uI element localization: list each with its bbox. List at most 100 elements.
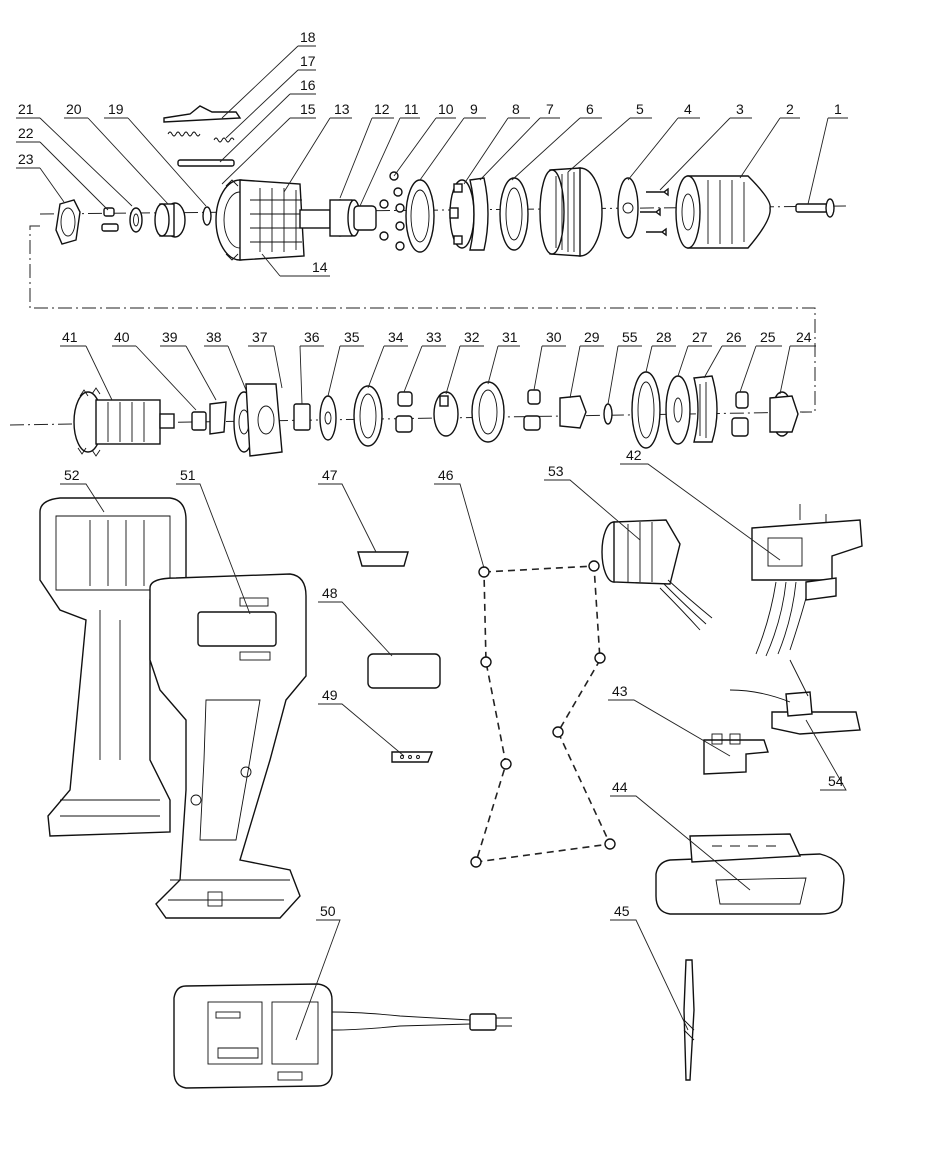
part-53-drawing — [601, 519, 713, 631]
part-label-36: 36 — [304, 329, 320, 345]
part-label-40: 40 — [114, 329, 130, 345]
part-34-drawing — [353, 385, 383, 447]
part-label-33: 33 — [426, 329, 442, 345]
part-label-27: 27 — [692, 329, 708, 345]
part-24-drawing — [769, 391, 799, 437]
part-label-18: 18 — [300, 29, 316, 45]
part-41-drawing — [73, 387, 175, 457]
part-label-52: 52 — [64, 467, 80, 483]
part-label-54: 54 — [828, 773, 844, 789]
part-16-drawing — [177, 159, 235, 167]
part-4-drawing — [617, 177, 639, 239]
part-label-30: 30 — [546, 329, 562, 345]
part-26-drawing — [693, 375, 718, 443]
part-label-4: 4 — [684, 101, 692, 117]
part-label-2: 2 — [786, 101, 794, 117]
part-31-drawing — [471, 381, 505, 443]
part-49-drawing — [391, 751, 434, 763]
part-32-drawing — [433, 391, 459, 437]
part-40-drawing — [191, 411, 207, 431]
part-label-8: 8 — [512, 101, 520, 117]
part-label-15: 15 — [300, 101, 316, 117]
part-label-26: 26 — [726, 329, 742, 345]
part-label-1: 1 — [834, 101, 842, 117]
part-label-45: 45 — [614, 903, 630, 919]
part-36-drawing — [293, 403, 311, 431]
part-label-11: 11 — [404, 101, 419, 117]
part-label-19: 19 — [108, 101, 124, 117]
part-label-47: 47 — [322, 467, 338, 483]
part-8-drawing — [449, 179, 475, 249]
part-label-38: 38 — [206, 329, 222, 345]
housing-drawing — [39, 497, 187, 837]
part-46-drawing — [470, 560, 616, 868]
part-label-21: 21 — [18, 101, 34, 117]
part-18-drawing — [163, 105, 242, 123]
part-label-20: 20 — [66, 101, 82, 117]
part-label-9: 9 — [470, 101, 478, 117]
leader-lines — [16, 45, 848, 1041]
part-label-10: 10 — [438, 101, 454, 117]
part-label-5: 5 — [636, 101, 644, 117]
part-21-drawing — [129, 207, 143, 233]
part-9-drawing — [405, 179, 435, 253]
part-label-34: 34 — [388, 329, 404, 345]
part-label-13: 13 — [334, 101, 350, 117]
part-22-drawing — [101, 207, 119, 232]
part-55-drawing — [603, 403, 613, 425]
part-label-16: 16 — [300, 77, 316, 93]
part-35-drawing — [319, 395, 337, 441]
part-43-drawing — [703, 733, 769, 775]
part-11-drawing — [353, 205, 377, 231]
part-42-drawing — [751, 504, 863, 657]
part-label-24: 24 — [796, 329, 812, 345]
part-12-drawing — [299, 199, 361, 237]
handle-half-drawing — [149, 573, 307, 919]
part-label-22: 22 — [18, 125, 34, 141]
part-45-drawing — [683, 959, 695, 1081]
part-label-55: 55 — [622, 329, 638, 345]
part-29-drawing — [559, 395, 587, 429]
part-label-31: 31 — [502, 329, 518, 345]
part-label-23: 23 — [18, 151, 34, 167]
part-label-28: 28 — [656, 329, 672, 345]
part-50-drawing — [173, 983, 512, 1089]
row1-assembly — [9, 105, 851, 426]
part-label-53: 53 — [548, 463, 564, 479]
part-39-drawing — [209, 401, 227, 435]
part-label-41: 41 — [62, 329, 78, 345]
part-19-drawing — [202, 206, 212, 226]
part-23-drawing — [55, 199, 81, 245]
part-37-drawing — [245, 383, 283, 457]
row2-assembly — [73, 371, 799, 457]
part-label-12: 12 — [374, 101, 390, 117]
part-label-37: 37 — [252, 329, 268, 345]
part-label-43: 43 — [612, 683, 628, 699]
part-labels: 18 17 16 15 13 12 11 10 9 8 7 6 5 4 3 2 … — [18, 29, 844, 919]
part-6-drawing — [499, 177, 529, 251]
part-2-drawing — [675, 175, 771, 249]
part-label-29: 29 — [584, 329, 600, 345]
part-label-46: 46 — [438, 467, 454, 483]
part-label-48: 48 — [322, 585, 338, 601]
part-label-44: 44 — [612, 779, 628, 795]
part-label-32: 32 — [464, 329, 480, 345]
part-47-drawing — [357, 551, 409, 567]
part-25-drawing — [731, 391, 749, 437]
part-label-51: 51 — [180, 467, 196, 483]
part-28-drawing — [631, 371, 661, 449]
part-48-drawing — [367, 653, 441, 689]
part-label-14: 14 — [312, 259, 328, 275]
part-7-drawing — [469, 177, 489, 251]
part-label-25: 25 — [760, 329, 776, 345]
part-27-drawing — [665, 375, 691, 445]
part-44-drawing — [655, 833, 845, 915]
part-label-49: 49 — [322, 687, 338, 703]
part-label-39: 39 — [162, 329, 178, 345]
part-20-drawing — [154, 202, 186, 238]
part-13-drawing — [239, 179, 305, 277]
part-17-drawing — [167, 131, 235, 143]
part-label-42: 42 — [626, 447, 642, 463]
part-1-drawing — [795, 198, 835, 218]
